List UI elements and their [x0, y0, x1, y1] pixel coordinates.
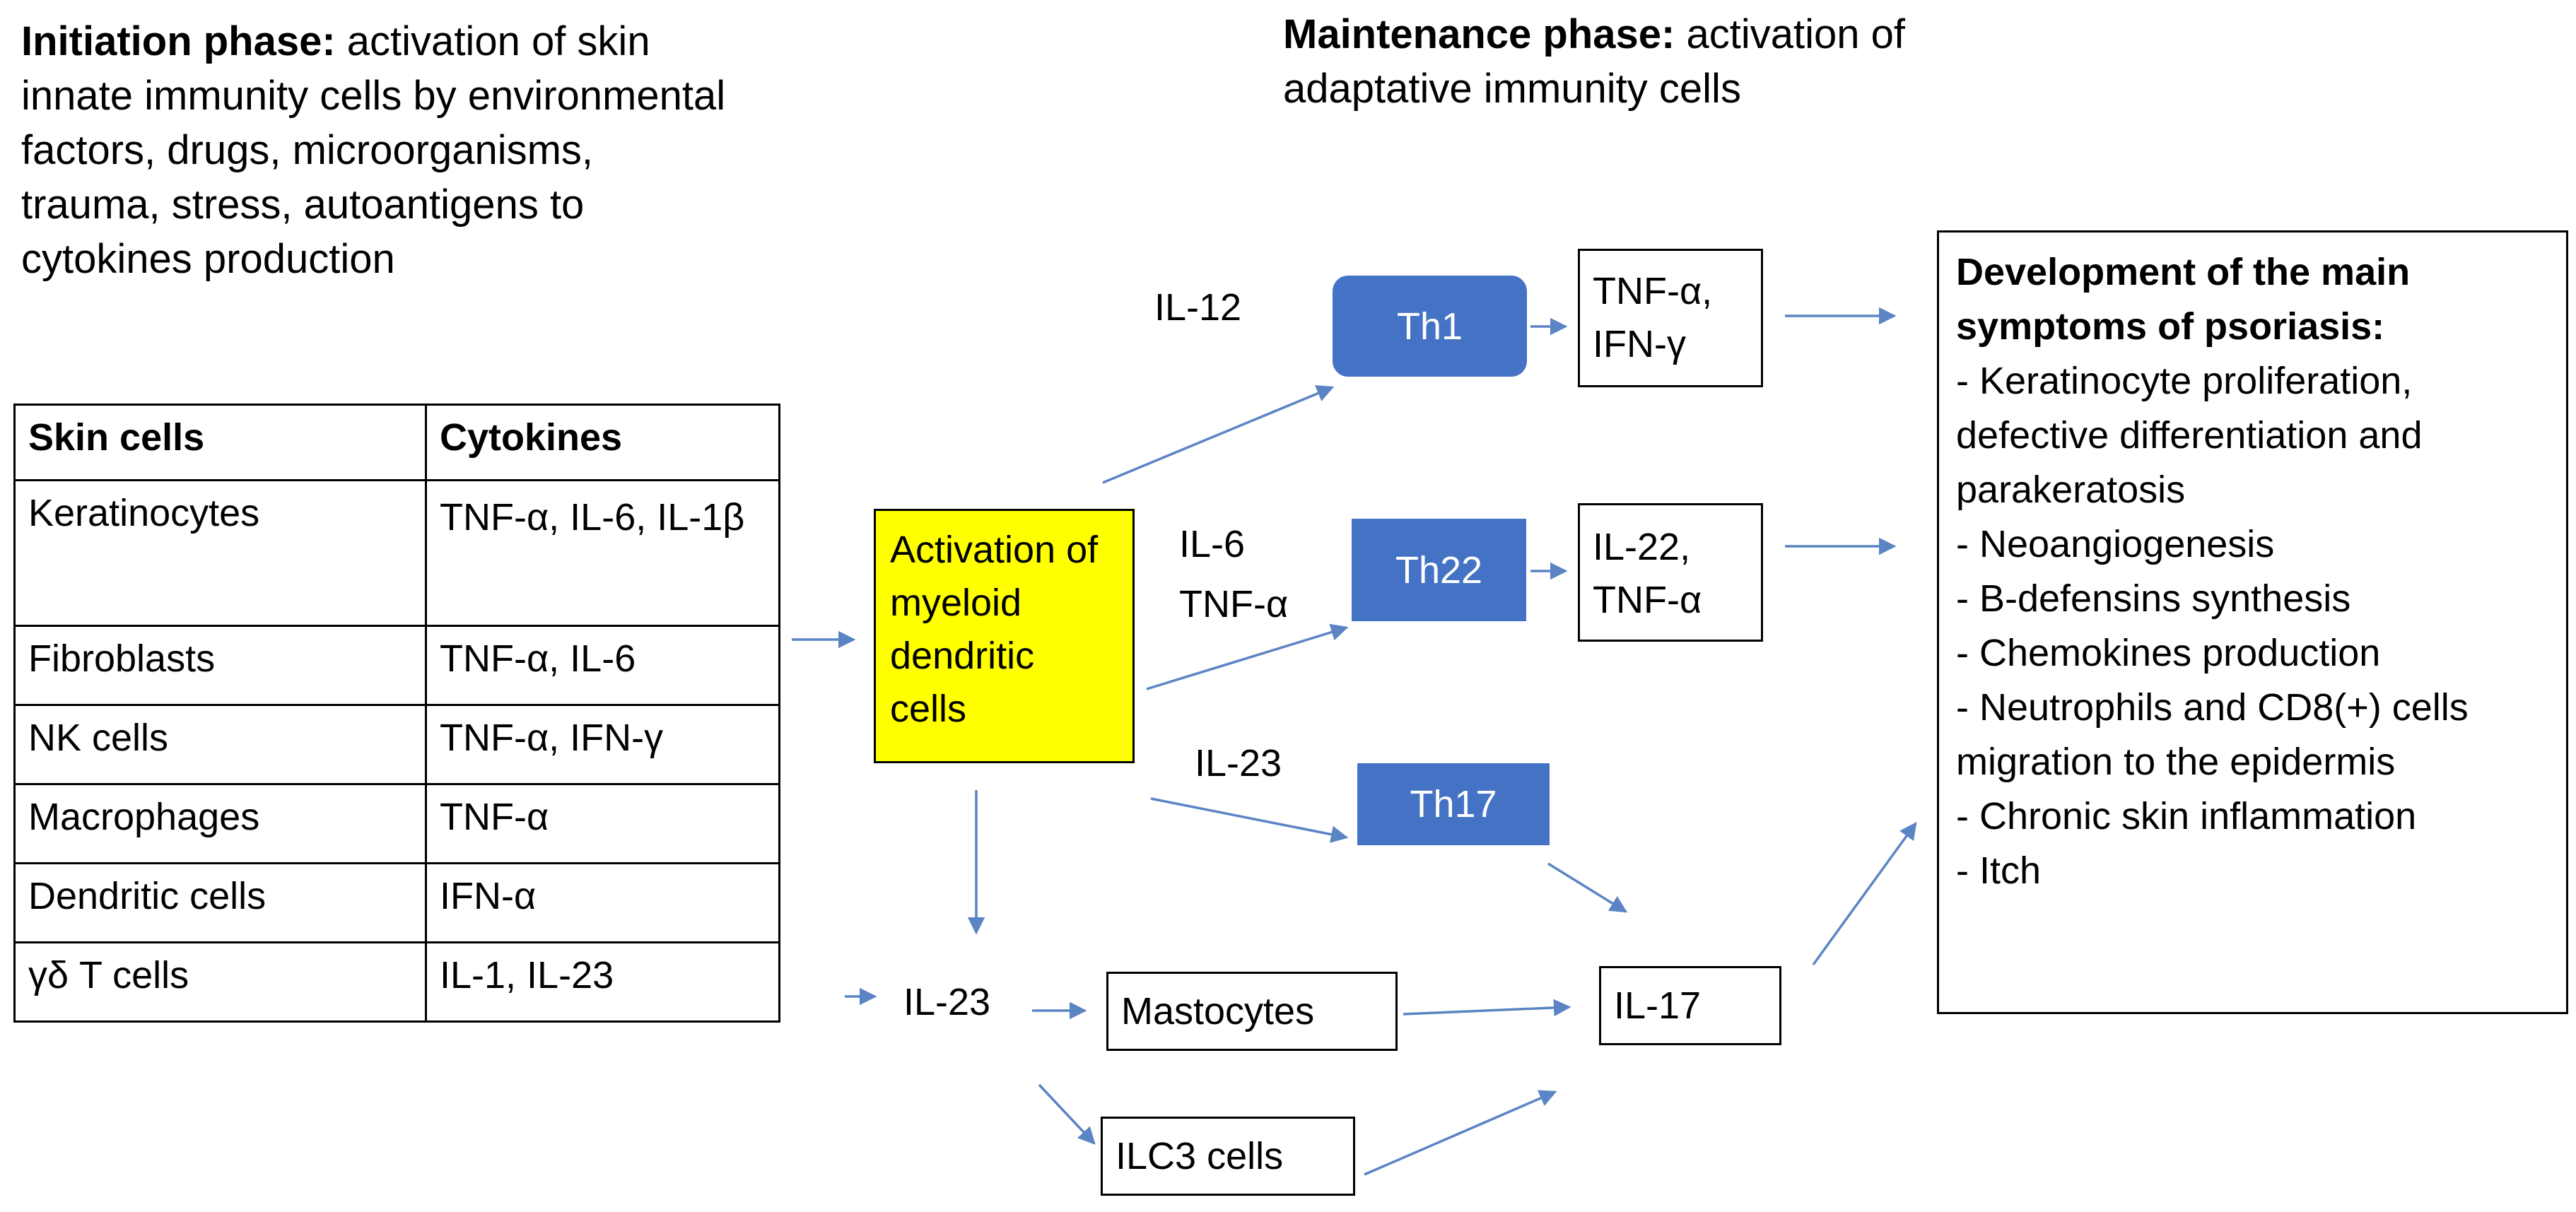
tnf-ifn-box: TNF-α, IFN-γ	[1578, 249, 1763, 387]
table-cell: TNF-α, IL-6, IL-1β	[425, 479, 780, 627]
psoriasis-symptoms-box: Development of the main symptoms of psor…	[1937, 230, 2568, 1014]
arrow-myeloid-to-th17	[1150, 797, 1349, 843]
il22-tnf-box: IL-22, TNF-α	[1578, 503, 1763, 642]
symptom-item: - Chronic skin inflammation	[1956, 795, 2417, 837]
table-row: γδ T cells IL-1, IL-23	[13, 941, 780, 1023]
table-cell: Macrophages	[13, 783, 427, 864]
table-cell: Keratinocytes	[13, 479, 427, 627]
il23-center-label: IL-23	[903, 981, 991, 1023]
ilc3-cells-box: ILC3 cells	[1101, 1117, 1355, 1196]
arrow-myeloid-to-th22	[1146, 623, 1349, 690]
th17-box: Th17	[1357, 763, 1550, 845]
table-row: NK cells TNF-α, IFN-γ	[13, 704, 780, 785]
myeloid-dendritic-cells-box: Activation of myeloid dendritic cells	[874, 509, 1135, 763]
arrow-th17-to-il17	[1547, 862, 1628, 913]
table-row: Macrophages TNF-α	[13, 783, 780, 864]
table-header-row: Skin cells Cytokines	[13, 404, 780, 481]
table-cell: TNF-α, IL-6	[425, 625, 780, 706]
table-row: Keratinocytes TNF-α, IL-6, IL-1β	[13, 479, 780, 627]
arrow-ilc3-to-il17	[1364, 1090, 1557, 1176]
table-cell: TNF-α, IFN-γ	[425, 704, 780, 785]
symptom-item: - Keratinocyte proliferation, defective …	[1956, 360, 2423, 511]
initiation-phase-title: Initiation phase:	[21, 18, 336, 64]
maintenance-phase-text: Maintenance phase: activation of adaptat…	[1283, 7, 2061, 116]
il17-box: IL-17	[1599, 966, 1781, 1045]
skin-cells-table: Skin cells Cytokines Keratinocytes TNF-α…	[13, 404, 780, 1023]
table-row: Fibroblasts TNF-α, IL-6	[13, 625, 780, 706]
maintenance-phase-title: Maintenance phase:	[1283, 11, 1675, 57]
table-cell: IL-1, IL-23	[425, 941, 780, 1023]
table-cell: Dendritic cells	[13, 862, 427, 943]
th22-box: Th22	[1352, 519, 1526, 621]
symptom-item: - B-defensins synthesis	[1956, 577, 2351, 620]
table-cell: NK cells	[13, 704, 427, 785]
mastocytes-box: Mastocytes	[1106, 972, 1398, 1051]
tnfa-label: TNF-α	[1179, 583, 1289, 625]
maintenance-phase-description: activation of adaptative immunity cells	[1283, 11, 1906, 112]
symptom-item: - Neutrophils and CD8(+) cells migration…	[1956, 686, 2469, 783]
initiation-phase-text: Initiation phase: activation of skin inn…	[21, 14, 735, 286]
table-cell: Fibroblasts	[13, 625, 427, 706]
th1-box: Th1	[1333, 276, 1527, 377]
table-cell: IFN-α	[425, 862, 780, 943]
symptom-item: - Neoangiogenesis	[1956, 523, 2275, 565]
il6-label: IL-6	[1179, 523, 1246, 565]
arrow-il17-to-symptoms	[1812, 822, 1917, 966]
symptom-item: - Chemokines production	[1956, 632, 2381, 674]
table-cell: γδ T cells	[13, 941, 427, 1023]
arrow-mastocytes-to-il17	[1403, 999, 1571, 1017]
arrow-il23-to-ilc3	[1038, 1083, 1096, 1145]
initiation-phase-description: activation of skin innate immunity cells…	[21, 18, 726, 282]
table-row: Dendritic cells IFN-α	[13, 862, 780, 943]
table-cell: TNF-α	[425, 783, 780, 864]
il23-th17-label: IL-23	[1195, 742, 1282, 784]
arrow-myeloid-to-th1	[1102, 385, 1335, 484]
symptoms-title: Development of the main symptoms of psor…	[1956, 251, 2411, 348]
table-header-cell: Cytokines	[425, 404, 780, 481]
symptom-item: - Itch	[1956, 849, 2042, 892]
table-header-cell: Skin cells	[13, 404, 427, 481]
il12-label: IL-12	[1154, 286, 1242, 329]
